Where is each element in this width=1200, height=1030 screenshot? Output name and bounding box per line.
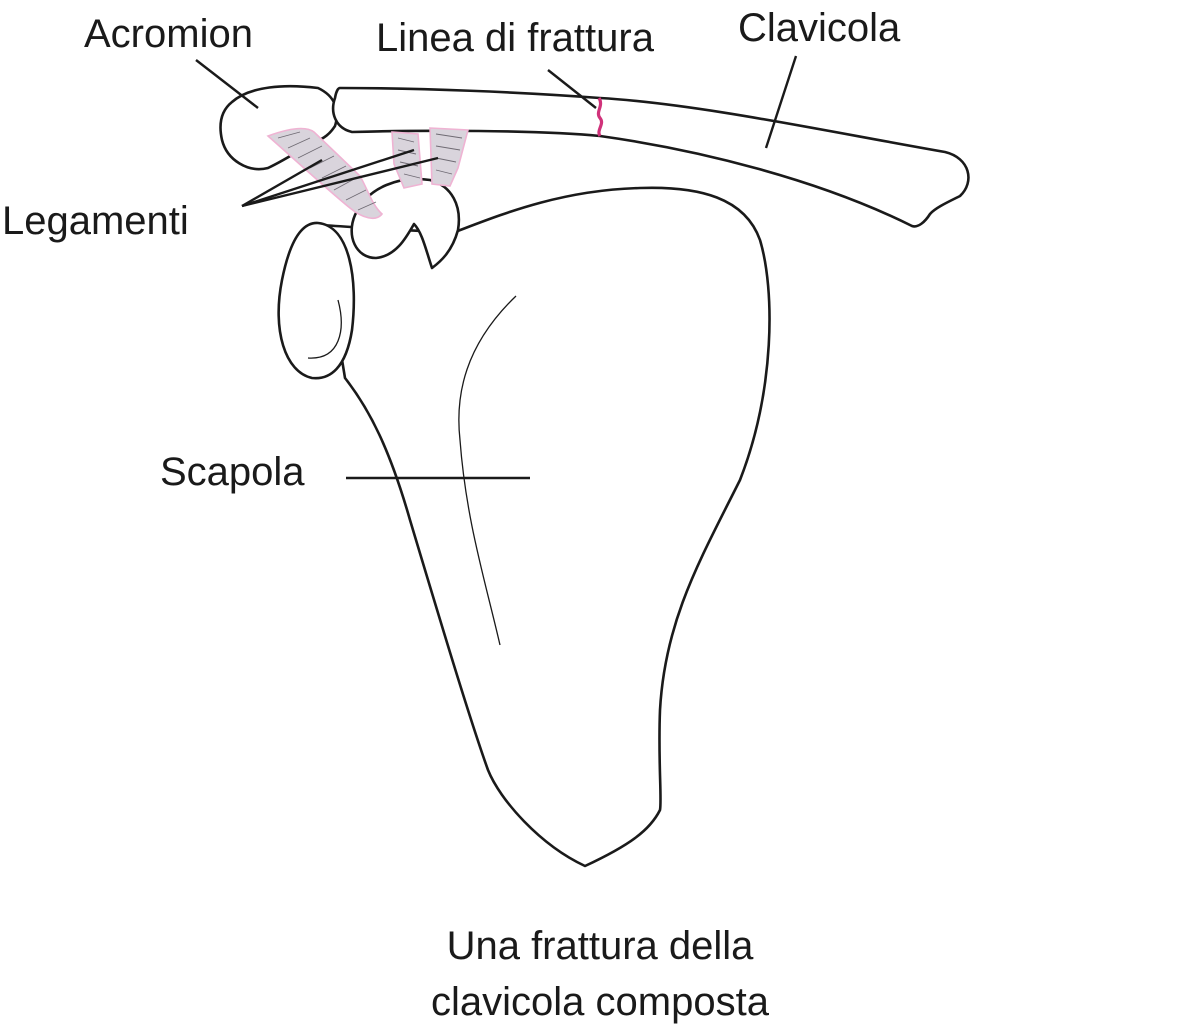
- leader-ligament-1: [241, 158, 323, 208]
- caption-line-2: clavicola composta: [431, 980, 769, 1024]
- glenoid-inner-line: [307, 299, 342, 359]
- ligament-hatching: [277, 131, 463, 211]
- label-clavicle: Clavicola: [738, 6, 901, 50]
- glenoid-cavity: [277, 221, 356, 380]
- fracture-mark: [596, 97, 604, 137]
- ligament-conoid-right: [429, 127, 470, 187]
- leader-acromion: [195, 59, 259, 109]
- diagram-caption: Una frattura della clavicola composta: [300, 918, 900, 1030]
- scapula-outline: [318, 186, 771, 868]
- label-fracture-line: Linea di frattura: [376, 16, 654, 60]
- label-ligaments: Legamenti: [2, 199, 189, 243]
- coracoid-process: [350, 177, 461, 270]
- leader-fracture: [547, 69, 597, 109]
- ligament-conoid-left: [391, 131, 423, 189]
- label-acromion: Acromion: [84, 12, 253, 56]
- clavicle-bone: [331, 86, 970, 228]
- leader-clavicle: [764, 55, 798, 149]
- leader-ligament-3: [241, 156, 439, 208]
- label-scapula: Scapola: [160, 450, 305, 494]
- ligament-trapezoid: [266, 127, 384, 220]
- leader-ligament-2: [241, 148, 415, 208]
- caption-line-1: Una frattura della: [446, 924, 754, 968]
- scapula-spine-line: [458, 295, 517, 646]
